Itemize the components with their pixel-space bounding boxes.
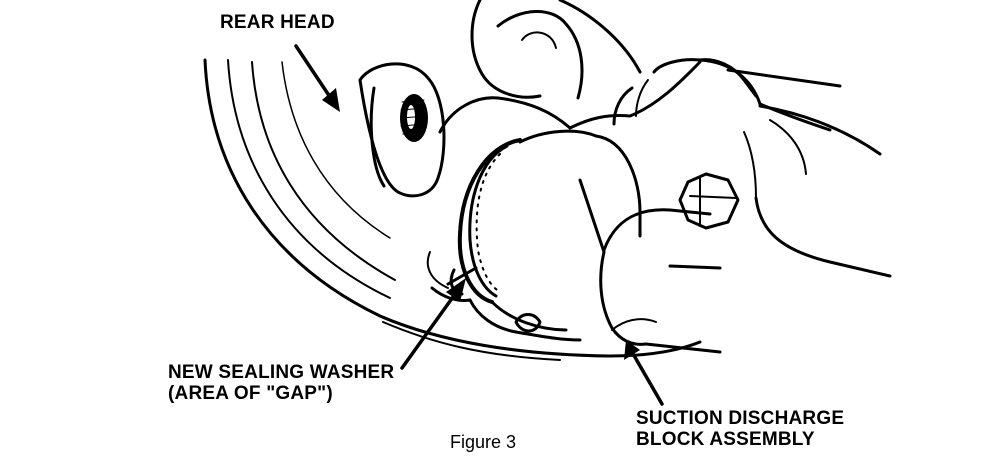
block-assembly-label: SUCTION DISCHARGE BLOCK ASSEMBLY	[636, 408, 844, 450]
sealing-washer-label-line-1: NEW SEALING WASHER	[168, 362, 395, 383]
leader-arrows	[294, 44, 664, 406]
new-sealing-washer	[446, 138, 522, 304]
rear-head-arrow-head	[322, 88, 340, 112]
threaded-mounting-ear	[358, 62, 446, 198]
rear-head-arrow-shaft	[294, 44, 334, 102]
block-arrow-head	[624, 340, 640, 360]
rear-head-label: REAR HEAD	[220, 12, 335, 33]
block-assembly-label-line-1: SUCTION DISCHARGE	[636, 408, 845, 429]
figure-caption: Figure 3	[450, 432, 517, 452]
washer-arrow-head	[446, 278, 466, 302]
block-arrow-shaft	[630, 350, 664, 406]
block-assembly-label-line-2: BLOCK ASSEMBLY	[636, 429, 815, 450]
washer-arrow-shaft	[400, 288, 460, 370]
sealing-washer-label-line-2: (AREA OF "GAP")	[168, 383, 333, 404]
rear-head	[203, 58, 702, 361]
sealing-washer-label: NEW SEALING WASHER (AREA OF "GAP")	[168, 362, 394, 404]
suction-discharge-block	[468, 58, 892, 354]
